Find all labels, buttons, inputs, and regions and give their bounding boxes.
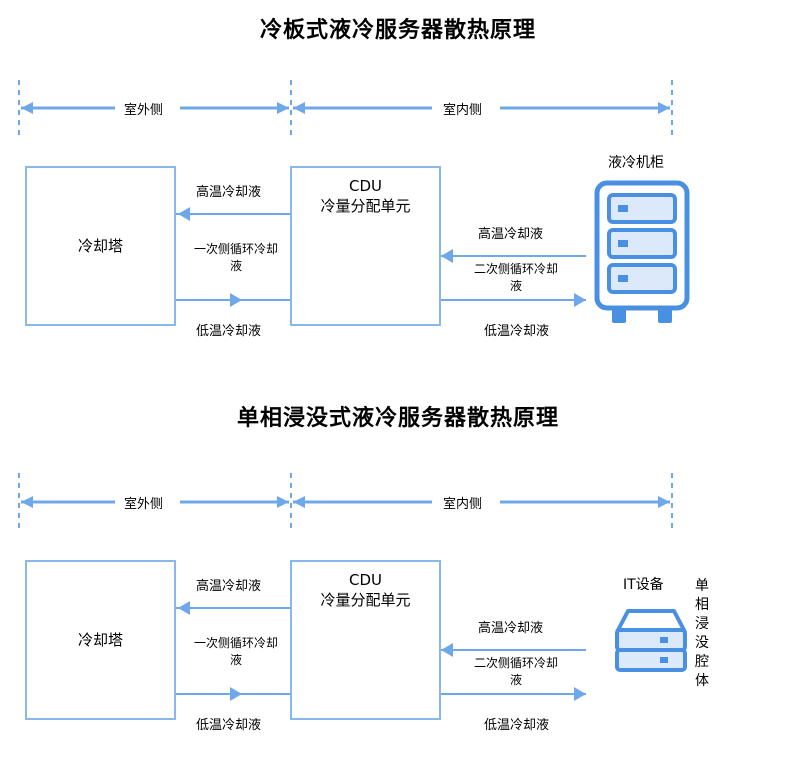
section-title: 冷板式液冷服务器散热原理 (259, 18, 536, 43)
cooling-tower-label: 冷却塔 (77, 631, 123, 649)
primary-loop-label: 一次侧循环冷却液 (193, 636, 278, 667)
cooling-tower-box: 冷却塔 (25, 560, 176, 720)
cdu-title: CDU (348, 177, 382, 195)
it-equipment-icon (615, 609, 687, 672)
secondary-cold-label: 低温冷却液 (484, 324, 550, 339)
cooling-tower-label: 冷却塔 (77, 237, 123, 255)
section1-dimension-arrows (21, 102, 670, 114)
outdoor-side-label: 室外侧 (124, 497, 164, 512)
cdu-subtitle: 冷量分配单元 (320, 591, 411, 609)
secondary-cold-label: 低温冷却液 (484, 718, 550, 733)
secondary-hot-label: 高温冷却液 (478, 621, 544, 636)
secondary-loop-label: 二次侧循环冷却液 (473, 262, 558, 293)
device-label: IT设备 (623, 577, 664, 593)
device-label: 液冷机柜 (608, 155, 664, 171)
secondary-loop-label: 二次侧循环冷却液 (473, 656, 558, 687)
cdu-box: CDU 冷量分配单元 (290, 166, 441, 326)
cdu-box: CDU 冷量分配单元 (290, 560, 441, 720)
secondary-hot-label: 高温冷却液 (478, 227, 544, 242)
outdoor-side-label: 室外侧 (124, 103, 164, 118)
indoor-side-label: 室内侧 (443, 497, 483, 512)
primary-hot-label: 高温冷却液 (196, 185, 262, 200)
section-title: 单相浸没式液冷服务器散热原理 (236, 406, 559, 431)
cdu-subtitle: 冷量分配单元 (320, 197, 411, 215)
cooling-tower-box: 冷却塔 (25, 166, 176, 326)
section2-dimension-arrows (21, 496, 670, 508)
immersion-chamber-label: 单相浸没腔体 (695, 578, 709, 689)
primary-loop-label: 一次侧循环冷却液 (193, 242, 278, 273)
primary-cold-label: 低温冷却液 (196, 718, 262, 733)
primary-hot-label: 高温冷却液 (196, 579, 262, 594)
server-cabinet-icon (594, 180, 690, 323)
indoor-side-label: 室内侧 (443, 103, 483, 118)
primary-cold-label: 低温冷却液 (196, 324, 262, 339)
cdu-title: CDU (348, 571, 382, 589)
